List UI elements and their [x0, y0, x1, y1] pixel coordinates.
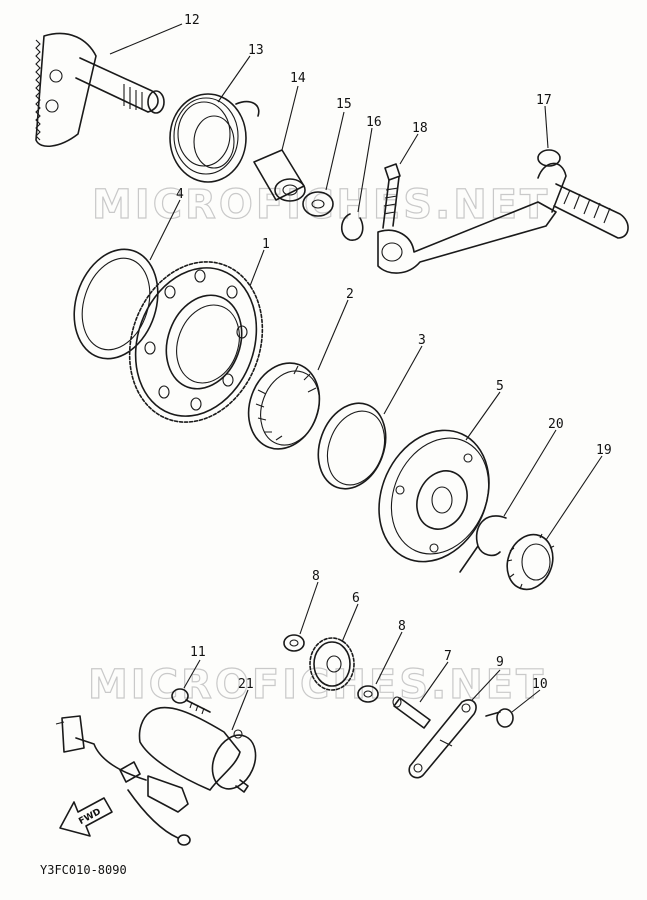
spring-clip-part-20 — [459, 515, 507, 573]
callout-7: 7 — [444, 649, 452, 664]
bushing-part-14 — [253, 149, 306, 202]
idler-gear-part-19 — [506, 533, 555, 591]
callout-1: 1 — [262, 237, 270, 252]
watermark-bottom: MICROFICHES.NET — [88, 662, 546, 708]
plate-part-9 — [408, 699, 477, 779]
gear-part-6 — [309, 637, 355, 691]
forward-arrow-icon: FWD — [59, 797, 113, 837]
bolt-part-18 — [382, 163, 401, 229]
callout-10: 10 — [532, 677, 548, 692]
callout-11: 11 — [190, 645, 206, 660]
callout-3: 3 — [418, 333, 426, 348]
callout-19: 19 — [596, 443, 612, 458]
callout-8-lower: 8 — [398, 619, 406, 634]
callout-18: 18 — [412, 121, 428, 136]
callout-17: 17 — [536, 93, 552, 108]
callout-12: 12 — [184, 13, 200, 28]
washer-part-8-lower — [357, 685, 379, 703]
callout-numbers: 12 13 14 15 16 18 17 4 1 2 3 5 20 19 8 6… — [176, 13, 612, 692]
callout-16: 16 — [366, 115, 382, 130]
washer-part-15 — [302, 191, 334, 217]
kick-spring-part-13 — [169, 93, 260, 183]
callout-2: 2 — [346, 287, 354, 302]
callout-13: 13 — [248, 43, 264, 58]
leader-lines — [109, 23, 603, 731]
one-way-clutch-part-2 — [247, 362, 321, 450]
kick-shaft-gear-part-12 — [35, 32, 165, 147]
bolt-part-11 — [171, 688, 211, 715]
callout-4: 4 — [176, 187, 184, 202]
callout-5: 5 — [496, 379, 504, 394]
starter-motor-part-21 — [55, 706, 257, 846]
circlip-part-16 — [340, 213, 364, 241]
callout-15: 15 — [336, 97, 352, 112]
watermark-top: MICROFICHES.NET — [92, 182, 550, 228]
callout-6: 6 — [352, 591, 360, 606]
callout-9: 9 — [496, 655, 504, 670]
washer-part-8-upper — [283, 634, 305, 652]
callout-21: 21 — [238, 677, 254, 692]
outer-race-part-3 — [317, 402, 387, 490]
pin-part-7 — [392, 696, 431, 729]
callout-14: 14 — [290, 71, 306, 86]
washer-part-4 — [73, 248, 159, 360]
clutch-housing-part-5 — [378, 429, 490, 563]
screw-part-10 — [485, 708, 514, 728]
callout-8-upper: 8 — [312, 569, 320, 584]
callout-20: 20 — [548, 417, 564, 432]
kick-crank-part-17 — [377, 149, 629, 274]
drawing-code: Y3FC010-8090 — [40, 863, 127, 877]
ring-gear-part-1 — [128, 261, 264, 423]
